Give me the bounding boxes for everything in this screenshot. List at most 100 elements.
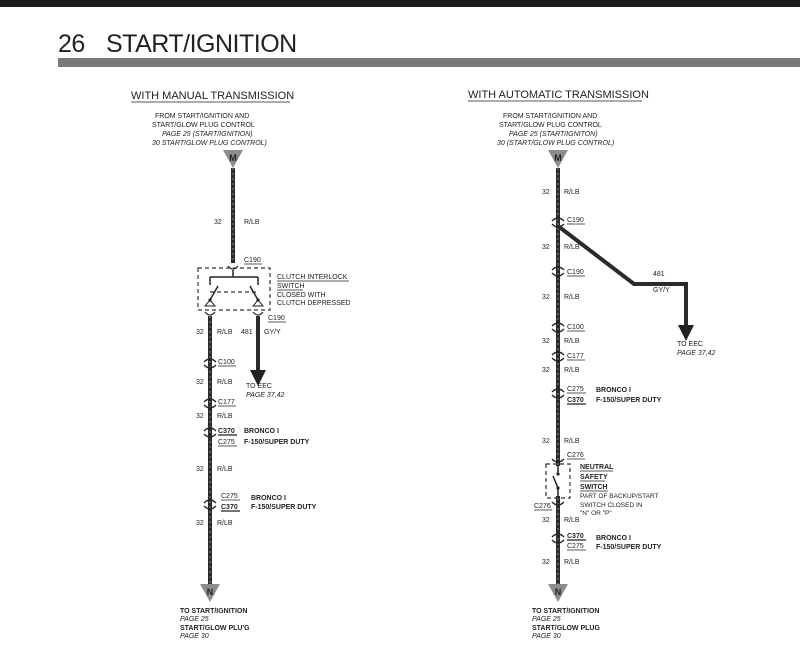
automatic-c370-label-1: C370 [567,397,584,404]
manual-to-eec: TO EEC [246,383,272,390]
automatic-c276-bottom-label: C276 [534,503,551,510]
manual-transmission-diagram: WITH MANUAL TRANSMISSION FROM START/IGNI… [131,90,351,640]
automatic-wire-color-1: R/LB [564,189,580,196]
automatic-f150-label-2: F-150/SUPER DUTY [596,544,662,551]
manual-c275-label-2: C275 [221,493,238,500]
manual-to-ref1: PAGE 25 [180,616,209,623]
manual-bronco-label-1: BRONCO I [244,428,279,435]
manual-wire-color-1: R/LB [244,219,260,226]
manual-top-connector-icon [223,150,243,168]
manual-bottom-connector-label: N [207,587,214,597]
automatic-branch-color: GY/Y [653,287,670,294]
manual-from-line2: START/GLOW PLUG CONTROL [152,122,255,129]
manual-c370-label-2: C370 [221,504,238,511]
automatic-c100-label: C100 [567,324,584,331]
automatic-wire-circuit-4: 32 [542,338,550,345]
manual-to-eec-ref: PAGE 37,42 [246,392,285,399]
automatic-branch-circuit: 481 [653,271,665,278]
neutral-safety-switch-box [545,463,571,499]
manual-wire-color-4: R/LB [217,413,233,420]
manual-c177-label: C177 [218,399,235,406]
page-number: 26 [58,30,85,58]
neutral-switch-label-1: NEUTRAL [580,464,614,471]
automatic-bronco-label-1: BRONCO I [596,387,631,394]
manual-wire-circuit-4: 32 [196,413,204,420]
manual-wire-color-3: R/LB [217,379,233,386]
manual-from-line1: FROM START/IGNITION AND [155,113,249,120]
automatic-to-ref1: PAGE 25 [532,616,561,623]
manual-wire-circuit-1: 32 [214,219,222,226]
neutral-switch-label-3: SWITCH [580,484,608,491]
neutral-switch-note-3: "N" OR "P" [580,510,612,517]
manual-f150-label-1: F-150/SUPER DUTY [244,439,310,446]
automatic-from-line1: FROM START/IGNITION AND [503,113,597,120]
automatic-c190-label-1: C190 [567,217,584,224]
automatic-wire-color-3: R/LB [564,294,580,301]
manual-to-line2: START/GLOW PLU'G [180,625,250,632]
manual-bronco-label-2: BRONCO I [251,495,286,502]
manual-bottom-connector-icon [200,584,220,602]
automatic-c370-label-2: C370 [567,533,584,540]
manual-to-ref2: PAGE 30 [180,633,209,640]
manual-heading: WITH MANUAL TRANSMISSION [131,90,294,102]
automatic-to-line2: START/GLOW PLUG [532,625,600,632]
automatic-wire-color-4: R/LB [564,338,580,345]
automatic-wire-circuit-7: 32 [542,517,550,524]
automatic-from-line2: START/GLOW PLUG CONTROL [499,122,602,129]
automatic-c190-label-2: C190 [567,269,584,276]
manual-c100-label: C100 [218,359,235,366]
clutch-switch-label-4: CLUTCH DEPRESSED [277,300,351,307]
manual-c370-label-1: C370 [218,428,235,435]
automatic-c177-label: C177 [567,353,584,360]
automatic-f150-label-1: F-150/SUPER DUTY [596,397,662,404]
automatic-from-ref1: PAGE 25 (START/IGNITON) [509,131,598,138]
manual-wire-color-2: R/LB [217,329,233,336]
neutral-switch-note-1: PART OF BACKUP/START [580,493,659,500]
automatic-wire-color-7: R/LB [564,517,580,524]
manual-from-ref1: PAGE 25 (START/IGNITION) [162,131,253,138]
automatic-wire-481 [556,224,694,341]
automatic-wire-circuit-6: 32 [542,438,550,445]
automatic-wire-circuit-2: 32 [542,244,550,251]
automatic-transmission-diagram: WITH AUTOMATIC TRANSMISSION FROM START/I… [468,89,716,640]
automatic-top-connector-icon [548,150,568,168]
neutral-switch-note-2: SWITCH CLOSED IN [580,502,643,509]
automatic-wire-circuit-5: 32 [542,367,550,374]
manual-wire-color-6: R/LB [217,520,233,527]
automatic-to-eec: TO EEC [677,341,703,348]
automatic-to-eec-ref: PAGE 37,42 [677,350,716,357]
manual-wire-circuit-6: 32 [196,520,204,527]
manual-wire-circuit-3: 32 [196,379,204,386]
manual-c190-bottom-label: C190 [268,315,285,322]
neutral-switch-label-2: SAFETY [580,474,608,481]
clutch-switch-label-2: SWITCH [277,283,305,290]
manual-wire-circuit-2: 32 [196,329,204,336]
automatic-heading: WITH AUTOMATIC TRANSMISSION [468,89,649,101]
clutch-interlock-switch-box [197,267,271,311]
manual-top-connector-label: M [229,153,237,163]
automatic-wire-circuit-3: 32 [542,294,550,301]
manual-branch-color: GY/Y [264,329,281,336]
automatic-wire-color-6: R/LB [564,438,580,445]
manual-c275-label-1: C275 [218,439,235,446]
clutch-switch-label-3: CLOSED WITH [277,292,326,299]
automatic-wire-color-2: R/LB [564,244,580,251]
automatic-wire-color-8: R/LB [564,559,580,566]
manual-wire-color-5: R/LB [217,466,233,473]
automatic-bottom-connector-icon [548,584,568,602]
manual-branch-circuit: 481 [241,329,253,336]
automatic-to-line1: TO START/IGNITION [532,608,599,615]
clutch-switch-label-1: CLUTCH INTERLOCK [277,274,348,281]
automatic-top-connector-label: M [554,153,562,163]
automatic-c275-label-1: C275 [567,386,584,393]
automatic-to-ref2: PAGE 30 [532,633,561,640]
automatic-bronco-label-2: BRONCO I [596,535,631,542]
manual-to-line1: TO START/IGNITION [180,608,247,615]
automatic-c275-label-2: C275 [567,543,584,550]
automatic-from-ref2: 30 (START/GLOW PLUG CONTROL) [497,140,614,147]
page-title: START/IGNITION [106,30,297,58]
manual-f150-label-2: F-150/SUPER DUTY [251,504,317,511]
automatic-wire-circuit-8: 32 [542,559,550,566]
automatic-c276-top-label: C276 [567,452,584,459]
